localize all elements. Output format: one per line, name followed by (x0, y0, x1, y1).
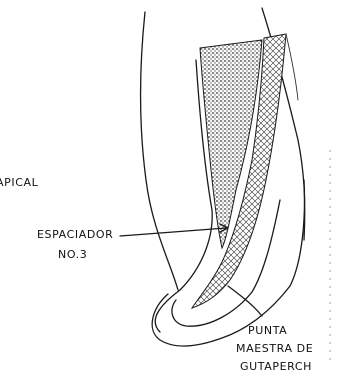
espaciador-label-line2: NO.3 (58, 248, 87, 261)
apical-label: APICAL (0, 176, 39, 189)
espaciador-label-line1: ESPACIADOR (37, 228, 113, 241)
root-outer-left-outline (141, 12, 178, 290)
punta-label-line1: PUNTA (248, 324, 287, 337)
punta-label-line2: MAESTRA DE (236, 342, 313, 355)
punta-label-line3: GUTAPERCH (240, 360, 312, 373)
punta-pointer (228, 286, 262, 316)
canal-wall-top (286, 34, 298, 100)
